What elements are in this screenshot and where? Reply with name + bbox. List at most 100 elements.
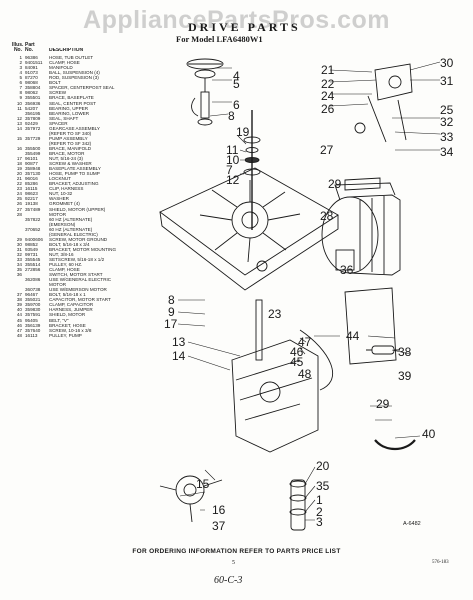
callout-44: 44 — [346, 329, 360, 343]
part-number: 98062 — [25, 90, 38, 96]
site-watermark: AppliancePartsPros.com — [83, 6, 390, 34]
part-description: SCREW, 10-16 x 3/8 — [49, 327, 92, 333]
part-description: ROD, SUSPENSION (3) — [49, 75, 99, 81]
illus-number: 13 — [16, 120, 22, 126]
header-illus: Illus. — [12, 42, 24, 48]
part-number: 356936 — [25, 100, 41, 106]
part-number: 99731 — [25, 251, 38, 257]
illus-number: 29 — [16, 236, 22, 242]
part-number: 357972 — [25, 125, 41, 131]
parts-list-row: (REFER TO SF 340) — [12, 131, 162, 136]
callout-29a: 29 — [328, 177, 342, 191]
illus-number: 19 — [16, 166, 22, 172]
callout-45: 45 — [290, 355, 304, 369]
illus-number: 10 — [16, 100, 22, 106]
part-description: SHIELD, MOTOR (UPPER) — [49, 206, 106, 212]
illus-number: 36 — [16, 272, 22, 278]
part-number: 359700 — [25, 302, 41, 308]
part-description: SEAL, SHAFT — [49, 115, 79, 121]
part-number: 90877 — [25, 161, 38, 167]
part-description: PUMP ASSEMBLY — [49, 135, 88, 141]
part-description: NUT, 5/16-24 (3) — [49, 156, 83, 162]
illus-number: 9 — [19, 95, 22, 101]
part-number: 19138 — [25, 201, 38, 207]
page-number: 5 — [232, 560, 235, 566]
part-number: 355499 — [25, 150, 41, 156]
parts-list-row: (GENERAL ELECTRIC) — [12, 232, 162, 237]
part-number: 54207 — [25, 105, 38, 111]
header-part: Part — [25, 42, 35, 48]
part-description: SEAL, CENTER POST — [49, 100, 96, 106]
pump-illustration — [159, 475, 223, 523]
drawing-number: A-6482 — [403, 521, 421, 527]
callout-33: 33 — [440, 130, 454, 144]
part-description: MANIFOLD — [49, 65, 73, 71]
callout-5: 5 — [233, 77, 240, 91]
parts-list-header-1: Illus. Part — [12, 42, 162, 48]
illus-number: 48 — [16, 332, 22, 338]
illus-number: 35 — [16, 267, 22, 273]
part-description: BRACKET, ADJUSTING — [49, 181, 99, 187]
part-number: 360738 — [25, 287, 41, 293]
callout-12: 12 — [226, 173, 240, 187]
part-description: GEARCASE ASSEMBLY — [49, 125, 100, 131]
illus-number: 30 — [16, 241, 22, 247]
callout-23: 23 — [268, 307, 282, 321]
illus-number: 47 — [16, 327, 22, 333]
part-number: 92429 — [25, 120, 38, 126]
illus-number: 28 — [16, 211, 22, 217]
illus-number: 16 — [16, 145, 22, 151]
part-number: 355021 — [25, 297, 41, 303]
illus-number: 4 — [19, 70, 22, 76]
part-description: LOCKNUT — [49, 176, 71, 182]
illus-number: 17 — [16, 156, 22, 162]
callout-2: 2 — [316, 505, 323, 519]
callout-6: 6 — [233, 98, 240, 112]
callout-48: 48 — [298, 367, 312, 381]
part-number: 355545 — [25, 256, 41, 262]
illus-number: 40 — [16, 307, 22, 313]
illus-number: 11 — [17, 105, 22, 111]
callout-21: 21 — [321, 63, 335, 77]
illus-number: 24 — [16, 191, 22, 197]
part-number: 91073 — [25, 70, 38, 76]
part-number: 9400606 — [25, 236, 43, 242]
part-number: 95405 — [25, 317, 38, 323]
part-description: (GENERAL ELECTRIC) — [49, 231, 98, 237]
callout-22: 22 — [321, 77, 335, 91]
callout-7: 7 — [226, 163, 233, 177]
illus-number: 37 — [16, 292, 22, 298]
part-number: 84091 — [25, 65, 38, 71]
illus-number: 8 — [19, 90, 22, 96]
part-description: SPACER — [49, 120, 68, 126]
part-number: 355500 — [25, 145, 41, 151]
part-description: (REFER TO SF 342) — [49, 140, 92, 146]
callout-25: 25 — [440, 103, 454, 117]
part-description: BEARING, LOWER — [49, 110, 90, 116]
callout-4: 4 — [233, 69, 240, 83]
callout-26: 26 — [321, 102, 335, 116]
part-description: CLAMP, HOSE — [49, 267, 80, 273]
callout-30: 30 — [440, 56, 454, 70]
part-number: 98068 — [25, 80, 38, 86]
part-description: BRACE, MANIFOLD — [49, 145, 92, 151]
callout-20: 20 — [316, 459, 330, 473]
illus-number: 34 — [16, 262, 22, 268]
part-number: 96467 — [25, 292, 38, 298]
part-description: BASEPLATE ASSEMBLY — [49, 166, 101, 172]
callout-29b: 29 — [376, 397, 390, 411]
part-number: 96386 — [25, 55, 38, 61]
header-description: DESCRIPTION — [49, 48, 84, 54]
